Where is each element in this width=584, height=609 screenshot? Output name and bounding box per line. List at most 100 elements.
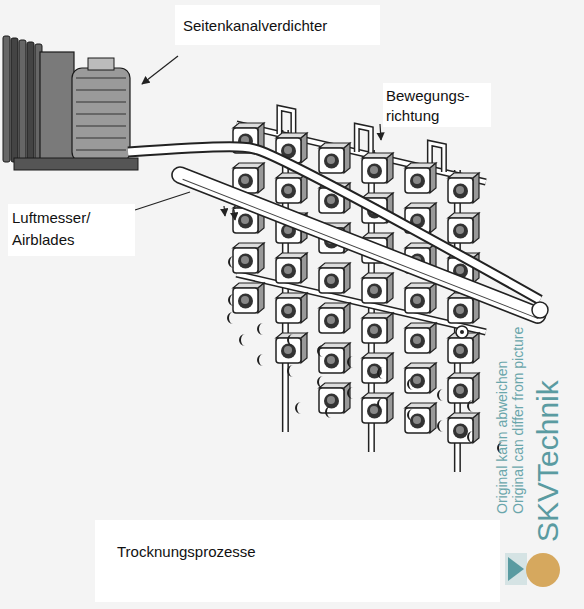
cube-front-face <box>362 358 387 383</box>
workpiece-cube <box>233 243 264 273</box>
cube-bore-inner <box>241 256 249 264</box>
cube-bore-inner <box>413 296 421 304</box>
cube-front-face <box>405 288 430 313</box>
water-droplet <box>347 356 353 368</box>
cube-side-face <box>473 413 479 443</box>
water-droplet <box>377 398 383 410</box>
cube-bore <box>324 154 339 169</box>
cube-bore <box>281 344 296 359</box>
hanger-tab-inner <box>357 126 371 155</box>
cube-front-face <box>362 318 387 343</box>
guide-roller <box>532 302 548 318</box>
cube-side-face <box>473 213 479 243</box>
cube-side-face <box>344 143 350 173</box>
cube-bore-inner <box>327 156 335 164</box>
cube-bore-inner <box>327 276 335 284</box>
guide-roller <box>456 326 468 338</box>
logo-circle <box>526 553 560 587</box>
cube-bore-inner <box>370 366 378 374</box>
water-droplet <box>228 294 234 306</box>
air-knife-slot <box>183 179 539 318</box>
cube-bore <box>410 414 425 429</box>
cube-bore <box>324 194 339 209</box>
cube-bore-inner <box>241 176 249 184</box>
cube-bore <box>410 294 425 309</box>
direction-arrow <box>380 124 381 140</box>
water-droplet <box>467 431 473 443</box>
watermark-text: Original kann abweichen <box>494 361 510 514</box>
cube-front-face <box>319 308 344 333</box>
water-droplet <box>317 345 323 357</box>
cube-bore-inner <box>284 266 292 274</box>
workpiece-cube <box>319 263 350 293</box>
workpiece-cube <box>405 283 436 313</box>
cube-bore-inner <box>456 266 464 274</box>
water-droplet <box>317 376 323 388</box>
leader-arrow <box>142 56 178 84</box>
water-droplet <box>257 323 263 335</box>
workpiece-cube <box>233 283 264 313</box>
compressor-base <box>14 158 138 170</box>
workpiece-cube <box>362 353 393 383</box>
workpiece-cube <box>362 313 393 343</box>
workpiece-cube <box>448 413 479 443</box>
cube-bore <box>453 384 468 399</box>
workpiece-cube <box>276 293 307 323</box>
watermark-text: Original can differ from picture <box>510 327 526 514</box>
cube-side-face <box>387 353 393 383</box>
cube-bore-inner <box>370 166 378 174</box>
cube-bore <box>453 424 468 439</box>
cube-bore <box>324 354 339 369</box>
water-droplet <box>325 406 331 418</box>
water-droplet <box>227 312 233 324</box>
cube-front-face <box>448 218 473 243</box>
water-droplet <box>287 365 293 377</box>
cube-bore <box>367 404 382 419</box>
water-droplet <box>228 256 234 268</box>
water-droplet <box>295 402 301 414</box>
hanger-tab <box>357 126 371 155</box>
water-droplet <box>287 334 293 346</box>
airblade-assembly <box>128 147 548 338</box>
brand-logo <box>505 553 560 587</box>
cube-bore-inner <box>370 286 378 294</box>
cube-front-face <box>276 258 301 283</box>
callout-label: Seitenkanalverdichter <box>175 5 380 45</box>
cube-bore-inner <box>456 226 464 234</box>
water-droplet <box>437 389 443 401</box>
motor-rib <box>76 150 126 151</box>
cube-front-face <box>319 268 344 293</box>
cube-front-face <box>405 368 430 393</box>
guide-roller-hub <box>460 330 464 334</box>
cube-front-face <box>319 388 344 413</box>
cube-side-face <box>473 333 479 363</box>
workpiece-cube <box>448 173 479 203</box>
workpiece-cube <box>448 373 479 403</box>
compressor-fin <box>19 40 26 162</box>
cube-bore-inner <box>413 336 421 344</box>
air-knife <box>170 165 548 326</box>
cube-side-face <box>258 163 264 193</box>
workpiece-cube <box>405 323 436 353</box>
motor-rib <box>76 138 126 139</box>
water-droplet <box>377 367 383 379</box>
workpiece-cube <box>319 303 350 333</box>
water-droplet <box>467 400 473 412</box>
air-flow-arrow <box>234 210 235 220</box>
cube-front-face <box>405 168 430 193</box>
cube-side-face <box>430 363 436 393</box>
cube-side-face <box>301 333 307 363</box>
cube-bore-inner <box>370 326 378 334</box>
cube-side-face <box>473 373 479 403</box>
workpiece-cube <box>276 333 307 363</box>
cube-bore <box>281 264 296 279</box>
workpiece-cube <box>276 253 307 283</box>
caption-panel <box>95 520 500 602</box>
cube-bore <box>238 174 253 189</box>
cube-side-face <box>387 273 393 303</box>
water-droplet <box>347 387 353 399</box>
workpiece-cube <box>405 363 436 393</box>
cube-bore <box>410 374 425 389</box>
water-droplet <box>407 409 413 421</box>
compressor-fin <box>11 38 18 162</box>
